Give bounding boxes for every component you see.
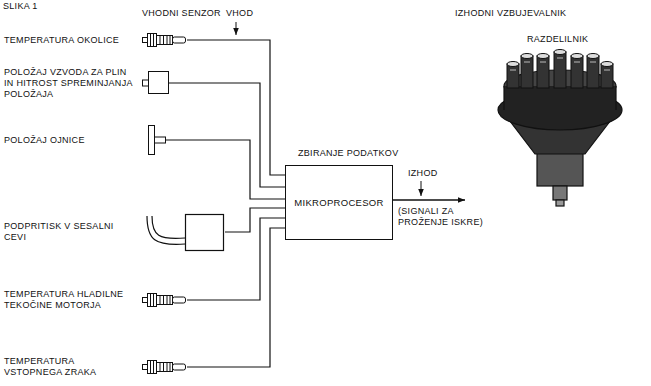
tower-ring	[604, 70, 610, 71]
distributor-title: RAZDELILNIK	[527, 34, 588, 45]
sensor-label: PODPRITISK V SESALNI CEVI	[4, 221, 137, 243]
sensor-label: POLOŽAJ VZVODA ZA PLIN IN HITROST SPREMI…	[4, 67, 134, 100]
temperature-sensor-icon	[142, 359, 187, 375]
distributor-illustration	[465, 34, 635, 208]
sensor-node: TEMPERATURA VSTOPNEGA ZRAKA	[4, 354, 187, 380]
tower-top	[571, 54, 583, 59]
tower-top	[601, 62, 613, 67]
processor-box: MIKROPROCESOR	[285, 165, 393, 240]
pointer-arrow	[236, 22, 237, 35]
cap-tower	[571, 56, 583, 88]
tower-ring	[557, 58, 563, 59]
processor-label: MIKROPROCESOR	[294, 197, 383, 208]
cap-tower	[587, 56, 599, 88]
tower-top	[537, 54, 549, 59]
throttle-position-sensor-icon	[142, 69, 172, 97]
diagram-label: SLIKA 1	[3, 1, 38, 12]
tower-top	[587, 54, 599, 59]
cap-tower	[507, 64, 519, 88]
temperature-sensor-icon	[142, 292, 187, 308]
sensor-label: TEMPERATURA OKOLICE	[4, 35, 134, 46]
cap-tower	[537, 56, 549, 88]
sensor-node: TEMPERATURA OKOLICE	[4, 30, 187, 50]
tower-ring	[510, 70, 516, 71]
sensor-node: POLOŽAJ VZVODA ZA PLIN IN HITROST SPREMI…	[4, 65, 172, 102]
tower-ring	[590, 62, 596, 63]
pointer-arrow	[421, 181, 422, 196]
cap-tower	[554, 52, 566, 88]
diagram-label: IZHOD	[408, 168, 438, 179]
temperature-sensor-icon	[142, 32, 187, 48]
tower-ring	[524, 62, 530, 63]
tower-top	[521, 54, 533, 59]
distributor-node: RAZDELILNIK	[465, 34, 635, 208]
signal-line	[166, 140, 285, 199]
vacuum-sensor-icon	[145, 210, 225, 254]
diagram-label: VHOD	[226, 8, 253, 19]
sensor-label: TEMPERATURA VSTOPNEGA ZRAKA	[4, 356, 134, 378]
signal-line	[393, 199, 465, 200]
sensor-node: TEMPERATURA HLADILNE TEKOČINE MOTORJA	[4, 287, 187, 313]
tower-top	[554, 50, 566, 55]
crank-position-sensor-icon	[146, 125, 166, 155]
diagram-label: (SIGNALI ZA PROŽENJE ISKRE)	[398, 206, 494, 228]
sensor-node: PODPRITISK V SESALNI CEVI	[4, 208, 225, 256]
tower-top	[507, 62, 519, 67]
tower-ring	[574, 62, 580, 63]
sensor-label: POLOŽAJ OJNICE	[4, 135, 138, 146]
cap-tower	[601, 64, 613, 88]
signal-line	[187, 40, 285, 175]
diagram-label: IZHODNI VZBUJEVALNIK	[455, 8, 566, 19]
signal-line	[172, 83, 285, 187]
sensor-node: POLOŽAJ OJNICE	[4, 123, 166, 157]
cap-tower	[521, 56, 533, 88]
diagram-label: VHODNI SENZOR	[142, 8, 221, 19]
diagram-label: ZBIRANJE PODATKOV	[298, 148, 398, 159]
sensor-label: TEMPERATURA HLADILNE TEKOČINE MOTORJA	[4, 289, 134, 311]
tower-ring	[540, 62, 546, 63]
